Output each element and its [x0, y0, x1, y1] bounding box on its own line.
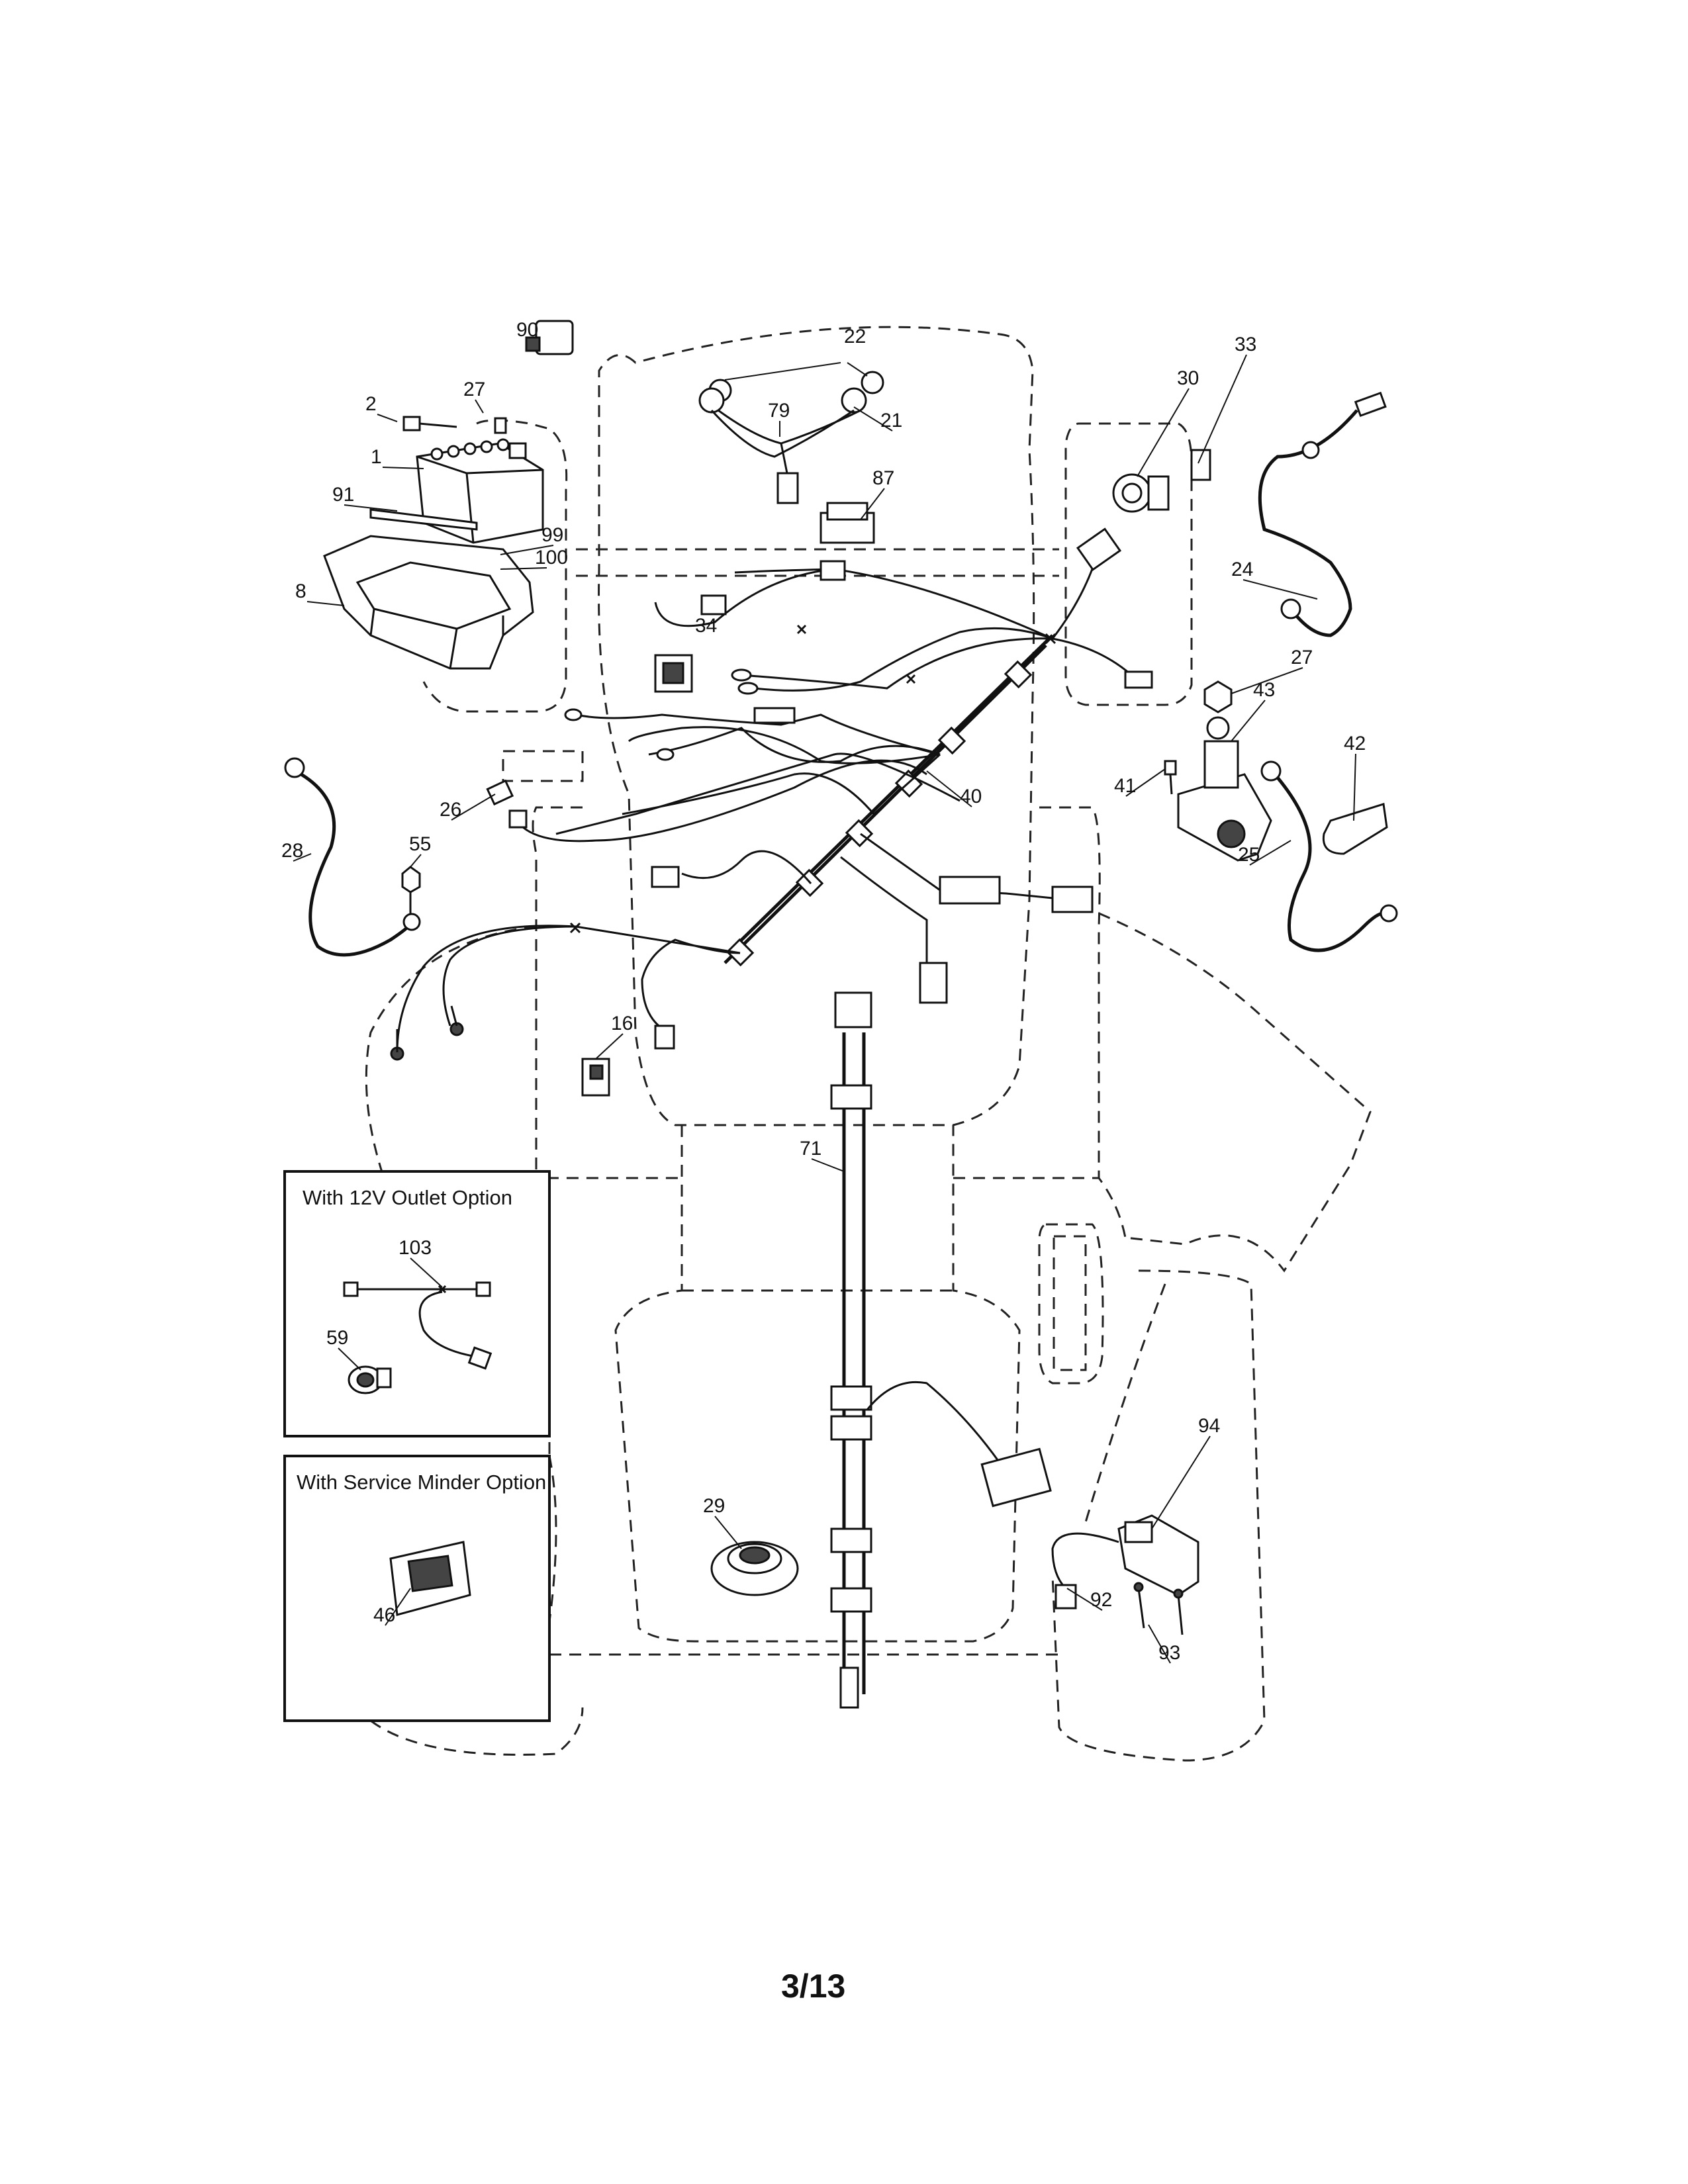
part-label-33: 33: [1235, 334, 1256, 355]
part-29-button: [710, 1541, 799, 1596]
part-label-91: 91: [332, 484, 354, 506]
part-label-16: 16: [611, 1013, 633, 1034]
leader-line-92: [1066, 1588, 1103, 1611]
leader-line-25: [1249, 840, 1291, 866]
part-26-fuse-holder: [486, 779, 528, 829]
part-label-92: 92: [1090, 1589, 1112, 1611]
part-30-ignition: [1112, 473, 1170, 513]
leader-lines: [293, 354, 1356, 1664]
part-label-46: 46: [373, 1604, 395, 1626]
part-24-battery-cable: [1258, 391, 1387, 637]
leader-line-71: [811, 1158, 845, 1172]
part-93-screws: [1133, 1582, 1184, 1635]
part-22-headlights: [698, 362, 884, 504]
part-label-87: 87: [872, 467, 894, 489]
leader-line-33: [1197, 354, 1247, 464]
leader-line-100: [500, 567, 547, 570]
leader-line-28: [293, 853, 312, 862]
outlet-option-box: With 12V Outlet Option: [283, 1170, 551, 1437]
leader-line-40: [926, 770, 972, 807]
part-label-34: 34: [695, 615, 717, 637]
part-label-100: 100: [535, 547, 568, 569]
page-number: 3/13: [781, 1968, 845, 2005]
part-label-41: 41: [1114, 775, 1136, 797]
part-label-55: 55: [409, 833, 431, 855]
part-label-1: 1: [371, 446, 382, 468]
part-label-94: 94: [1198, 1415, 1220, 1437]
part-55-bolt: [401, 866, 421, 913]
leader-line-41: [1125, 768, 1166, 797]
leader-line-46: [385, 1588, 411, 1626]
part-1-battery: [416, 438, 544, 544]
service-minder-option-box: With Service Minder Option: [283, 1455, 551, 1722]
part-label-22: 22: [844, 326, 866, 347]
leader-line-103: [410, 1257, 443, 1288]
part-92-connector: [1051, 1532, 1119, 1610]
part-42-terminal-boot: [1322, 803, 1388, 855]
part-label-71: 71: [800, 1138, 821, 1160]
leader-line-99: [500, 545, 554, 555]
part-label-30: 30: [1177, 367, 1199, 389]
part-label-26: 26: [440, 799, 461, 821]
part-label-79: 79: [768, 400, 790, 422]
part-label-29: 29: [703, 1495, 725, 1517]
part-label-90: 90: [516, 319, 538, 341]
part-label-99: 99: [541, 524, 563, 546]
part-label-42: 42: [1344, 733, 1366, 754]
part-91-strap: [369, 508, 478, 531]
part-label-27a: 27: [463, 379, 485, 400]
part-label-27b: 27: [1291, 647, 1313, 668]
part-87-relay: [820, 502, 875, 544]
part-label-43: 43: [1253, 679, 1275, 701]
leader-line-29: [714, 1516, 742, 1549]
part-label-40: 40: [960, 786, 982, 807]
part-label-24: 24: [1231, 559, 1253, 580]
rear-harness-71: [830, 991, 1052, 1709]
service-minder-option-title: With Service Minder Option: [297, 1471, 546, 1494]
part-label-25: 25: [1238, 844, 1260, 866]
leader-line-55: [410, 854, 422, 868]
part-28-ground-cable: [284, 757, 421, 957]
leader-line-16: [595, 1033, 624, 1060]
part-43-solenoid: [1177, 716, 1272, 862]
part-16-seat-switch: [581, 1058, 610, 1097]
part-27-nut: [1203, 680, 1233, 713]
leader-line-93: [1148, 1624, 1171, 1664]
part-90-relay: [525, 320, 574, 355]
leader-line-27a: [475, 399, 484, 414]
part-label-2: 2: [365, 393, 377, 415]
part-94-module: [1117, 1514, 1199, 1596]
part-label-93: 93: [1158, 1642, 1180, 1664]
leader-line-30: [1137, 388, 1190, 477]
leader-line-94: [1151, 1435, 1211, 1529]
part-label-28: 28: [281, 840, 303, 862]
part-25-cable: [1260, 760, 1398, 952]
leader-line-21: [853, 406, 893, 432]
part-33-clip: [1190, 449, 1211, 481]
leader-line-2: [377, 414, 398, 422]
leader-line-59: [338, 1347, 361, 1371]
leader-line-24: [1243, 579, 1318, 600]
leader-line-8: [306, 601, 345, 606]
leader-line-42: [1353, 753, 1356, 821]
leader-line-26: [451, 794, 496, 821]
leader-line-43: [1231, 700, 1266, 742]
leader-line-27b: [1231, 667, 1303, 694]
leader-line-1: [382, 467, 424, 469]
leader-line-87: [860, 488, 885, 520]
leader-line-91: [344, 504, 398, 512]
part-label-8: 8: [295, 580, 306, 602]
wiring-harness: [390, 527, 1153, 1061]
part-41-bolt: [1164, 760, 1177, 795]
part-label-59: 59: [326, 1327, 348, 1349]
part-34-switch: [654, 654, 693, 693]
part-label-21: 21: [880, 410, 902, 432]
part-label-103: 103: [399, 1237, 432, 1259]
part-2-bolt: [402, 416, 507, 434]
outlet-option-title: With 12V Outlet Option: [303, 1186, 512, 1209]
part-8-battery-tray: [323, 535, 534, 670]
